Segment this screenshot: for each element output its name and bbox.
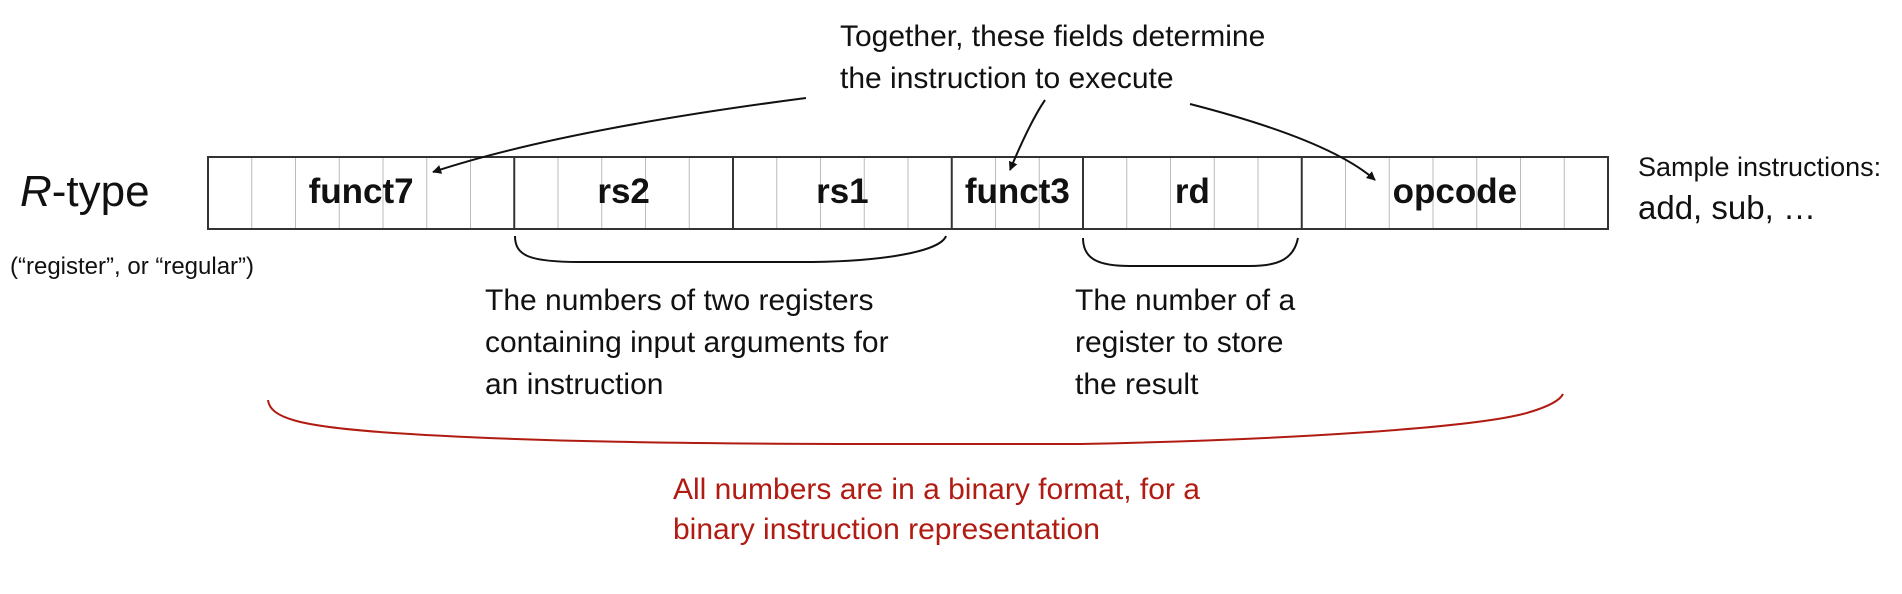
source-registers-note: The numbers of two registers containing …: [485, 284, 889, 401]
format-suffix: -type: [51, 167, 150, 216]
brace-rs2-rs1: [514, 235, 947, 263]
destination-register-note: The number of a register to store the re…: [1075, 284, 1296, 401]
brace-whole-instruction: [267, 393, 1564, 445]
binary-format-note: All numbers are in a binary format, for …: [673, 473, 1200, 546]
field-label-funct3: funct3: [964, 172, 1070, 211]
field-borders: [513, 157, 1303, 229]
sample-instructions-values: add, sub, …: [1638, 189, 1816, 226]
opcode-fields-note: Together, these fields determine the ins…: [840, 20, 1266, 95]
field-label-opcode: opcode: [1392, 172, 1518, 211]
arrow-to-funct7: [432, 97, 807, 174]
instruction-word-outline: [207, 156, 1609, 230]
format-title: R-type: [20, 166, 150, 218]
arrow-to-funct3: [1008, 99, 1046, 171]
field-label-rs1: rs1: [816, 172, 869, 211]
field-label-rs2: rs2: [597, 172, 650, 211]
arrow-to-opcode: [1189, 103, 1376, 181]
field-label-funct7: funct7: [308, 172, 414, 211]
field-label-rd: rd: [1174, 172, 1210, 211]
format-prefix: R: [20, 167, 52, 216]
format-subtitle: (“register”, or “regular”): [10, 253, 255, 280]
sample-instructions-label: Sample instructions:: [1638, 152, 1882, 182]
bit-dividers: [251, 157, 1565, 229]
brace-rd: [1082, 237, 1299, 267]
